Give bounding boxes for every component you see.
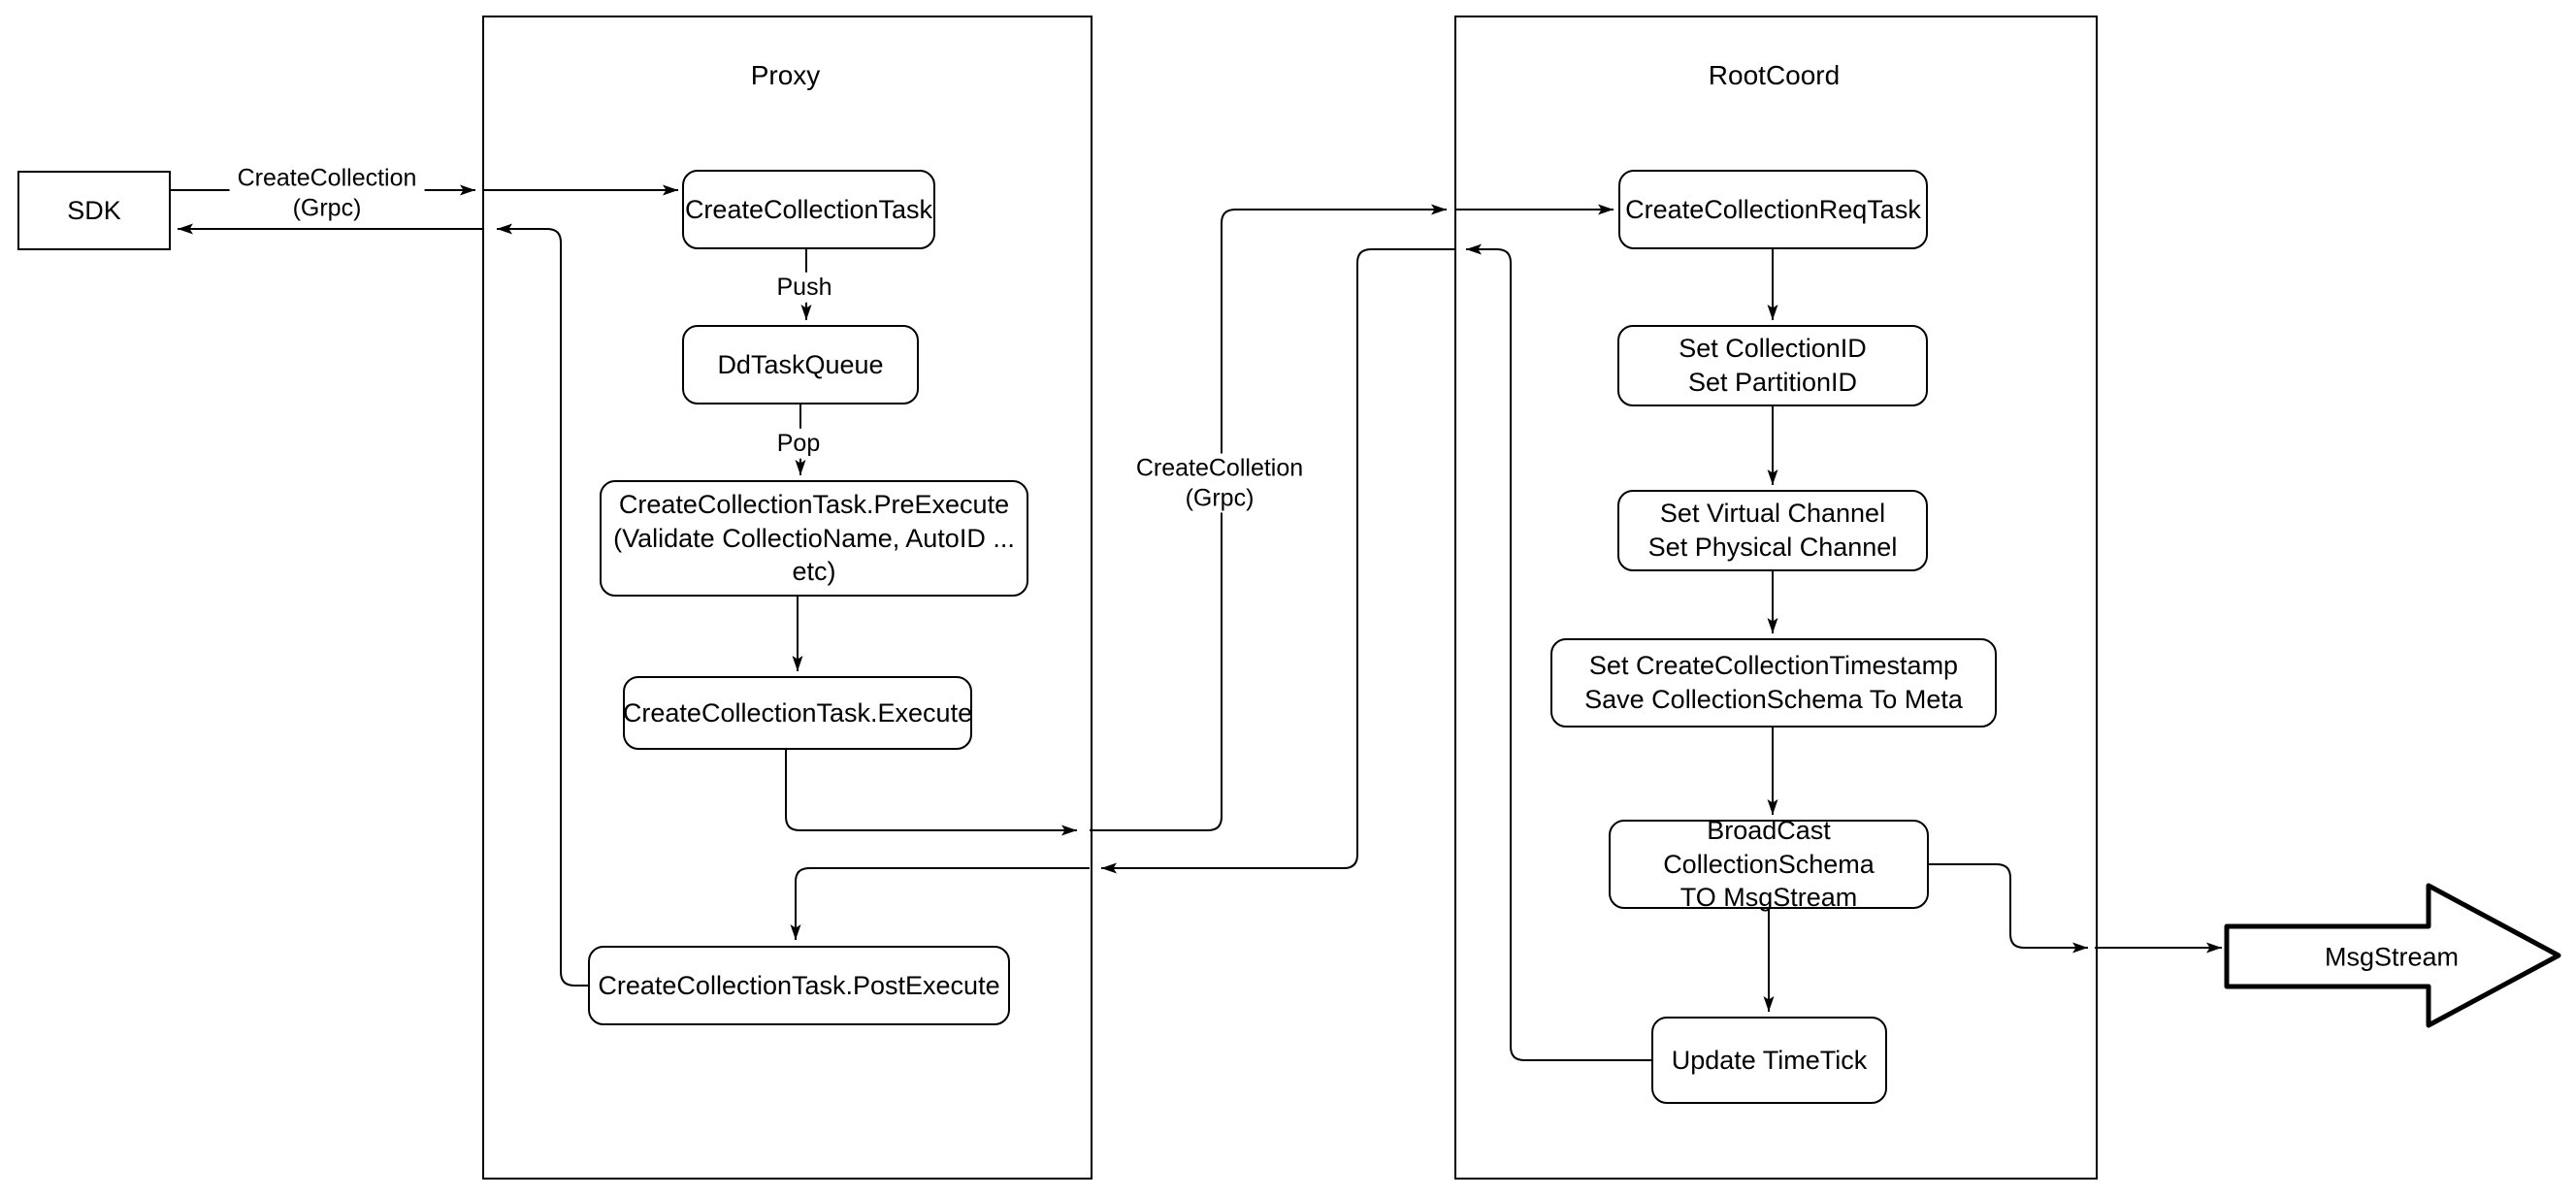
rootcoord-title: RootCoord <box>1708 60 1841 90</box>
edge-label-push: Push <box>772 272 836 303</box>
node-label: CreateCollectionReqTask <box>1625 194 1921 224</box>
proxy-title: Proxy <box>750 60 821 90</box>
edge-rootcoord-to-proxy-border-return <box>1101 248 1454 874</box>
node-create-collection-req-task: CreateCollectionReqTask <box>1618 170 1928 249</box>
node-pre-execute: CreateCollectionTask.PreExecute (Validat… <box>600 480 1028 597</box>
edge-label-line: CreateColletion <box>1131 453 1308 483</box>
node-post-execute: CreateCollectionTask.PostExecute <box>588 946 1010 1025</box>
node-label: CreateCollectionTask.PostExecute <box>598 970 1000 1000</box>
proxy-container <box>482 16 1092 1180</box>
node-label-line2: Set PartitionID <box>1687 368 1858 397</box>
rootcoord-container <box>1454 16 2098 1180</box>
edge-proxy-border-to-postexecute <box>790 867 1090 940</box>
edge-update-timetick-to-rootcoord-border <box>1466 243 1651 1061</box>
node-label: Update TimeTick <box>1671 1045 1868 1075</box>
edge-label-line: (Grpc) <box>1181 483 1258 513</box>
edge-proxy-to-rootcoord-border <box>1090 204 1447 831</box>
node-label-line1: Set CollectionID <box>1679 334 1867 364</box>
node-create-collection-task: CreateCollectionTask <box>682 170 935 249</box>
edge-postexecute-to-proxy-border <box>497 223 588 987</box>
node-set-collection-partition-id: Set CollectionID Set PartitionID <box>1617 325 1928 406</box>
node-set-timestamp-save-schema: Set CreateCollectionTimestamp Save Colle… <box>1550 638 1997 728</box>
node-dd-task-queue: DdTaskQueue <box>682 325 919 404</box>
node-label-line1: Set Virtual Channel <box>1659 499 1886 529</box>
node-label-line2: (Validate CollectioName, AutoID ... etc) <box>613 523 1015 587</box>
node-broadcast-schema: BroadCast CollectionSchema TO MsgStream <box>1609 816 1929 912</box>
edge-label-pop: Pop <box>772 428 825 459</box>
node-label: SDK <box>67 195 121 225</box>
node-update-timetick: Update TimeTick <box>1651 1017 1887 1104</box>
edge-label-create-colletion-grpc: CreateColletion (Grpc) <box>1127 453 1312 513</box>
node-label-line1: Set CreateCollectionTimestamp <box>1588 651 1959 681</box>
node-label-line1: BroadCast CollectionSchema <box>1663 816 1875 879</box>
edge-execute-to-proxy-border <box>785 750 1077 836</box>
msgstream-arrow-shape <box>2224 883 2561 1028</box>
edge-broadcast-to-rootcoord-border <box>1929 863 2088 954</box>
node-label-line2: Set Physical Channel <box>1647 533 1898 562</box>
node-sdk: SDK <box>17 171 171 250</box>
node-label: CreateCollectionTask <box>684 194 933 224</box>
node-label-line1: CreateCollectionTask.PreExecute <box>618 490 1010 520</box>
msgstream-label: MsgStream <box>2324 942 2460 972</box>
node-label-line2: Save CollectionSchema To Meta <box>1584 685 1963 714</box>
edge-label-line: Pop <box>772 428 825 459</box>
node-label-line2: TO MsgStream <box>1679 883 1858 913</box>
node-label: CreateCollectionTask.Execute <box>622 697 973 728</box>
node-execute: CreateCollectionTask.Execute <box>623 676 972 750</box>
edge-label-create-collection-grpc: CreateCollection (Grpc) <box>229 163 425 223</box>
edge-label-line: CreateCollection <box>233 163 421 193</box>
node-label: DdTaskQueue <box>717 349 884 379</box>
edge-label-line: Push <box>772 272 836 303</box>
edge-label-line: (Grpc) <box>288 193 366 223</box>
node-set-channels: Set Virtual Channel Set Physical Channel <box>1617 490 1928 571</box>
